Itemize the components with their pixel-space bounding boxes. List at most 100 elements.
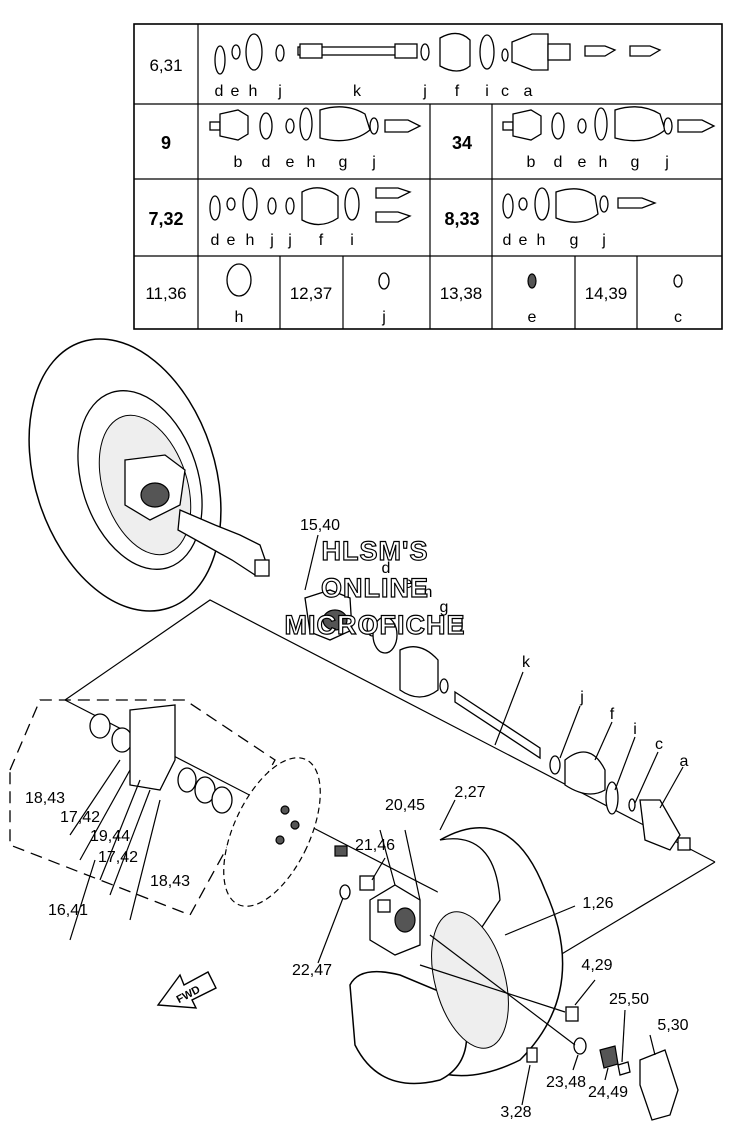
callout-h: h [424, 584, 433, 601]
callout-f: f [610, 706, 615, 723]
callout-22-47: 22,47 [292, 962, 332, 979]
kit-label-6-31: 6,31 [149, 56, 182, 75]
kit-letter-h: h [537, 232, 546, 249]
axle-nut [599, 1045, 619, 1069]
callout-3-28: 3,28 [500, 1104, 531, 1121]
callout-18-43-top: 18,43 [25, 790, 65, 807]
drive-shaft-assembly [64, 589, 716, 956]
kit-letter-g: g [339, 154, 348, 171]
kit-letter-j: j [371, 154, 376, 171]
fwd-arrow: FWD [156, 971, 217, 1009]
kit-letter-c: c [674, 309, 682, 326]
kit-label-12-37: 12,37 [290, 284, 333, 303]
callout-21-46: 21,46 [355, 837, 395, 854]
callout-4-29: 4,29 [581, 957, 612, 974]
callout-i: i [633, 721, 637, 738]
kit-letter-h: h [249, 83, 258, 100]
callout-18-43-bottom: 18,43 [150, 873, 190, 890]
callout-24-49: 24,49 [588, 1084, 628, 1101]
callout-15-40: 15,40 [300, 517, 340, 534]
callout-d: d [382, 560, 391, 577]
kit-9-parts [209, 106, 422, 142]
kit-letter-j: j [601, 232, 606, 249]
knuckle-group [9, 699, 276, 916]
watermark-line-2: ONLINE [321, 573, 429, 603]
watermark-line-1: HLSM'S [322, 536, 429, 566]
washer [573, 1037, 587, 1055]
kit-letter-f: f [319, 232, 324, 249]
disc-bolt [334, 845, 348, 857]
kit-letter-j: j [664, 154, 669, 171]
kit-label-9: 9 [161, 133, 171, 153]
kit-letter-h: h [307, 154, 316, 171]
kit-label-34: 34 [452, 133, 472, 153]
kit-letter-a: a [524, 83, 533, 100]
kit-letter-e: e [578, 154, 587, 171]
kit-letter-k: k [353, 83, 362, 100]
kit-label-11-36: 11,36 [145, 284, 186, 303]
kit-letter-d: d [503, 232, 512, 249]
kit-letter-b: b [234, 154, 243, 171]
valve-stem [526, 1047, 538, 1063]
kit-letter-i: i [485, 83, 489, 100]
kit-letter-b: b [527, 154, 536, 171]
callout-19-44: 19,44 [90, 828, 130, 845]
kit-label-8-33: 8,33 [444, 209, 479, 229]
kit-letter-j: j [381, 309, 386, 326]
kit-letter-d: d [215, 83, 224, 100]
kit-letter-e: e [528, 309, 537, 326]
wheel-rim-tire [349, 826, 564, 1085]
callout-a: a [680, 753, 689, 770]
circlip-e [527, 273, 537, 289]
wheel-nut [565, 1006, 579, 1022]
callout-g: g [440, 599, 449, 616]
callout-j-inner: j [459, 614, 464, 631]
kit-letter-i: i [350, 232, 354, 249]
kit-letter-j: j [277, 83, 282, 100]
band-clamp-h [226, 263, 252, 297]
reference-wheel-upper [28, 338, 270, 612]
callout-23-48: 23,48 [546, 1074, 586, 1091]
kit-letter-g: g [631, 154, 640, 171]
callout-17-42-bottom: 17,42 [98, 849, 138, 866]
watermark: HLSM'S ONLINE MICROFICHE [284, 535, 466, 640]
kit-letter-j: j [287, 232, 292, 249]
circlip-c [673, 274, 683, 288]
callout-k: k [522, 654, 531, 671]
callout-c: c [655, 736, 663, 753]
kit-letter-e: e [227, 232, 236, 249]
callout-17-42-top: 17,42 [60, 809, 100, 826]
clamp-j [378, 272, 390, 290]
kit-7-32-parts [209, 187, 412, 226]
spacer [339, 884, 351, 900]
callout-j-outer: j [579, 689, 584, 706]
kit-letter-j: j [422, 83, 427, 100]
kit-label-13-38: 13,38 [440, 284, 483, 303]
callout-1-26: 1,26 [582, 895, 613, 912]
callout-2-27: 2,27 [454, 784, 485, 801]
kit-label-14-39: 14,39 [585, 284, 628, 303]
kit-letter-e: e [231, 83, 240, 100]
kit-letter-d: d [554, 154, 563, 171]
kit-letter-d: d [211, 232, 220, 249]
kit-6-31-parts [214, 32, 662, 75]
callout-e: e [404, 575, 413, 592]
kit-letter-e: e [286, 154, 295, 171]
callout-20-45: 20,45 [385, 797, 425, 814]
cotter-pin [617, 1061, 631, 1076]
kit-letter-g: g [570, 232, 579, 249]
watermark-line-3: MICROFICHE [285, 610, 466, 640]
kit-34-parts [502, 106, 716, 142]
kit-letter-j: j [269, 232, 274, 249]
kit-letter-h: h [246, 232, 255, 249]
hub-cap [639, 1049, 679, 1121]
kit-letter-h: h [599, 154, 608, 171]
wheel-hub [359, 875, 421, 956]
callout-5-30: 5,30 [657, 1017, 688, 1034]
parts-kit-table: 6,31 d e h j k j f i c a 9 [133, 23, 723, 330]
kit-letter-e: e [519, 232, 528, 249]
kit-label-7-32: 7,32 [148, 209, 183, 229]
kit-letter-c: c [501, 83, 509, 100]
callout-16-41: 16,41 [48, 902, 88, 919]
